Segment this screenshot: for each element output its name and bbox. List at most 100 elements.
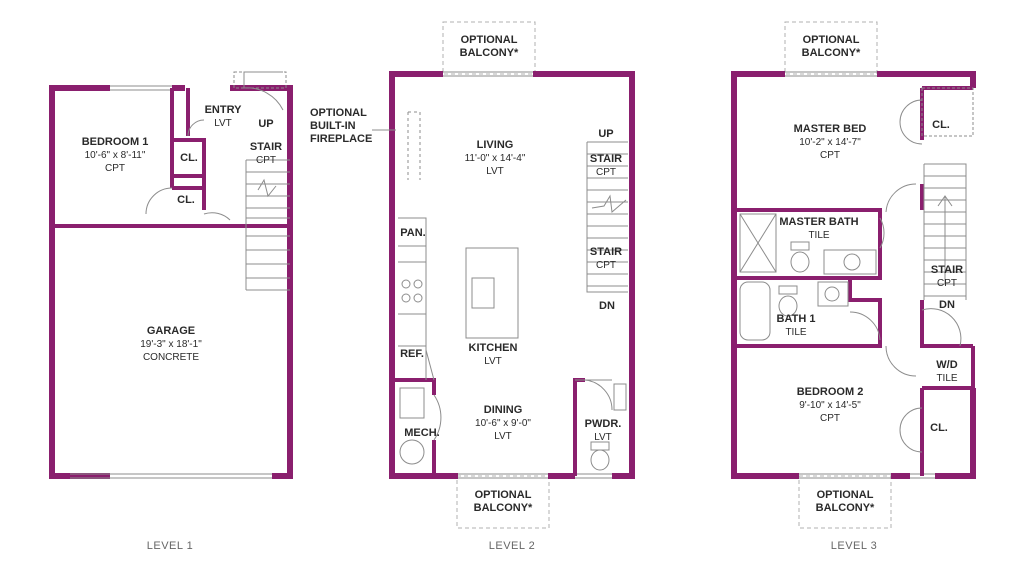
cooktop-burner: [401, 279, 411, 289]
powder-sink: [613, 383, 627, 411]
level-2-plan: [372, 21, 635, 529]
level-3-windows: [785, 71, 935, 479]
level-1-plan: [49, 71, 293, 479]
master-sink: [843, 253, 861, 271]
closet-b-label: CL.: [172, 194, 200, 207]
room-name: PWDR.: [584, 418, 622, 430]
room-dims: 10'-6" x 8'-11": [84, 150, 146, 161]
bath-1-door: [849, 311, 881, 341]
dn-text: DN: [939, 299, 955, 311]
bath-1-vanity: [817, 281, 849, 307]
level-2-windows: [443, 71, 612, 479]
level-3-balcony-bottom-label: OPTIONAL BALCONY*: [800, 489, 890, 515]
room-dims: 9'-10" x 14'-5": [799, 400, 861, 411]
level-2-dn-label: DN: [592, 300, 622, 313]
closet-door: [203, 212, 231, 221]
bath-1-sink: [824, 286, 840, 302]
level-3-dn-label: DN: [932, 299, 962, 312]
bedroom-1-label: BEDROOM 1 10'-6" x 8'-11" CPT: [70, 136, 160, 175]
level-2-stair-dn-label: STAIR CPT: [584, 246, 628, 272]
powder-label: PWDR. LVT: [578, 418, 628, 444]
kitchen-counter: [398, 217, 427, 380]
level-1-stair-label: STAIR CPT: [244, 141, 288, 167]
up-text: UP: [598, 128, 614, 140]
toilet: [590, 449, 610, 471]
fireplace-outline: [407, 111, 421, 180]
room-name: STAIR: [589, 153, 623, 165]
room-dims: 11'-0" x 14'-4": [464, 153, 526, 164]
water-heater: [399, 387, 425, 419]
balcony-line-1: OPTIONAL: [816, 489, 874, 501]
wd-door: [921, 308, 962, 347]
fireplace-label: OPTIONAL BUILT-IN FIREPLACE: [310, 107, 380, 146]
kitchen-island: [465, 247, 519, 339]
room-finish: CPT: [937, 278, 957, 289]
level-3-plan: [731, 21, 976, 529]
powder-door: [575, 379, 613, 411]
bath-1-toilet-tank: [778, 285, 798, 295]
level-2-balcony-bottom-label: OPTIONAL BALCONY*: [458, 489, 548, 515]
closet-text: CL.: [932, 119, 950, 131]
bath-1-label: BATH 1 TILE: [766, 313, 826, 339]
fridge-text: REF.: [400, 348, 424, 360]
master-toilet-tank: [790, 241, 810, 251]
entry-label: ENTRY LVT: [198, 104, 248, 130]
shower-cross: [739, 213, 777, 273]
level-2-balcony-top-label: OPTIONAL BALCONY*: [444, 34, 534, 60]
room-finish: CPT: [105, 163, 125, 174]
level-1-caption: LEVEL 1: [146, 540, 194, 552]
closet-text: CL.: [930, 422, 948, 434]
closet-door-2: [187, 119, 205, 137]
bed2-closet-label: CL.: [924, 422, 954, 435]
balcony-line-2: BALCONY*: [473, 502, 533, 514]
kitchen-label: KITCHEN LVT: [458, 342, 528, 368]
level-2-up-label: UP: [590, 128, 622, 141]
closet-text: CL.: [177, 194, 195, 206]
fridge-outline: [425, 349, 435, 381]
room-name: GARAGE: [146, 325, 196, 337]
level-3-caption: LEVEL 3: [830, 540, 878, 552]
level-2-balcony-top: [442, 21, 536, 75]
up-text: UP: [258, 118, 274, 130]
room-finish: LVT: [214, 118, 232, 129]
bedroom-2-door: [885, 345, 917, 377]
closet-text: CL.: [180, 152, 198, 164]
level-1-up-label: UP: [250, 118, 282, 131]
master-bed-door: [885, 183, 917, 213]
fireplace-line-2: BUILT-IN: [310, 120, 356, 132]
cooktop-burner: [413, 279, 423, 289]
balcony-line-1: OPTIONAL: [802, 34, 860, 46]
level-2-stair: [586, 141, 628, 293]
room-finish: LVT: [594, 432, 612, 443]
master-closet-doors: [899, 99, 923, 145]
master-bath-label: MASTER BATH TILE: [774, 216, 864, 242]
room-name: KITCHEN: [468, 342, 518, 354]
room-name: STAIR: [249, 141, 283, 153]
room-finish: CPT: [256, 155, 276, 166]
level-2-stair-break: [591, 194, 627, 213]
master-vanity: [823, 249, 877, 275]
level-1-exterior-wall: [49, 85, 110, 479]
master-closet-outline: [921, 87, 974, 137]
room-finish: LVT: [494, 431, 512, 442]
level-1-interior-walls: [52, 86, 290, 228]
room-name: DINING: [483, 404, 523, 416]
master-closet-label: CL.: [926, 119, 956, 132]
level-1-window: [110, 85, 172, 91]
room-finish: CONCRETE: [142, 352, 200, 363]
balcony-line-2: BALCONY*: [815, 502, 875, 514]
level-3-balcony-top: [784, 21, 878, 75]
dining-label: DINING 10'-6" x 9'-0" LVT: [458, 404, 548, 443]
level-1-stair: [245, 159, 290, 291]
entry-stoop: [233, 71, 287, 89]
room-name: LIVING: [476, 139, 514, 151]
level-2-stair-up-label: STAIR CPT: [584, 153, 628, 179]
master-shower: [739, 213, 777, 273]
closet-a-label: CL.: [176, 152, 202, 165]
fireplace-line-3: FIREPLACE: [310, 133, 373, 145]
living-label: LIVING 11'-0" x 14'-4" LVT: [450, 139, 540, 178]
room-name: BATH 1: [776, 313, 816, 325]
room-finish: TILE: [936, 373, 958, 384]
room-finish: TILE: [808, 230, 830, 241]
bedroom-2-label: BEDROOM 2 9'-10" x 14'-5" CPT: [780, 386, 880, 425]
